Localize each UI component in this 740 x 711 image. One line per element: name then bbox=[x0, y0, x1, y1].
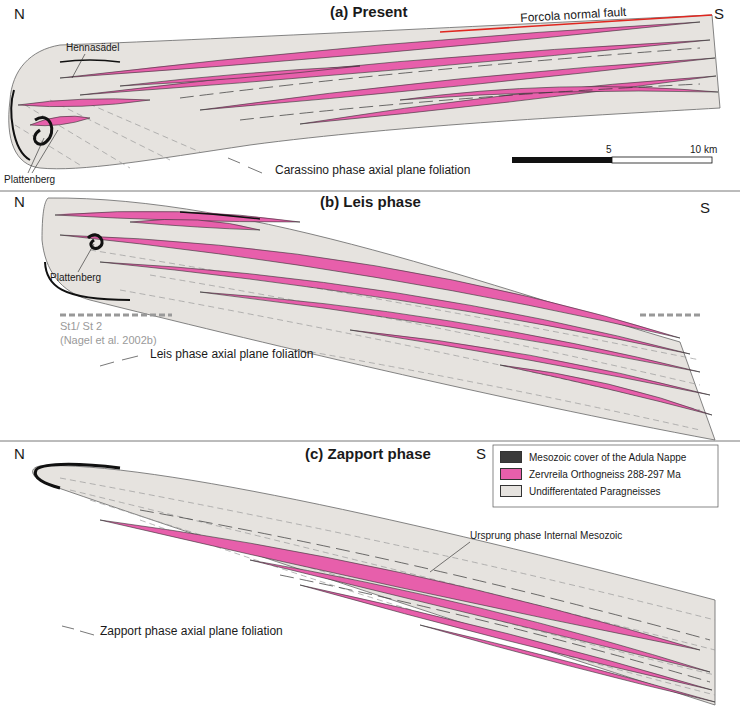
reference-label: St1/ St 2 bbox=[60, 320, 102, 332]
foliation-label: Carassino phase axial plane foliation bbox=[275, 164, 470, 177]
north-marker: N bbox=[14, 194, 25, 211]
north-marker: N bbox=[14, 446, 25, 463]
legend-text: Zervreila Orthogneiss 288-297 Ma bbox=[529, 469, 681, 480]
locality-label: Hennasädel bbox=[66, 42, 119, 53]
legend-entry: Mesozoic cover of the Adula Nappe bbox=[500, 451, 686, 463]
legend-text: Mesozoic cover of the Adula Nappe bbox=[529, 452, 686, 463]
south-marker: S bbox=[700, 200, 710, 217]
locality-label: Plattenberg bbox=[50, 272, 101, 283]
south-marker: S bbox=[476, 446, 486, 463]
legend-swatch bbox=[500, 451, 522, 463]
panel-title: (a) Present bbox=[330, 4, 408, 21]
reference-label: (Nagel et al. 2002b) bbox=[60, 334, 157, 346]
locality-label: Plattenberg bbox=[4, 174, 55, 185]
south-marker: S bbox=[714, 6, 724, 23]
legend-swatch bbox=[500, 468, 522, 480]
legend-entry: Undifferentated Paragneisses bbox=[500, 485, 661, 497]
foliation-label: Leis phase axial plane foliation bbox=[150, 348, 313, 361]
unit-label: Ursprung phase Internal Mesozoic bbox=[470, 530, 622, 541]
legend-text: Undifferentated Paragneisses bbox=[529, 486, 661, 497]
panel-title: (b) Leis phase bbox=[320, 194, 421, 211]
panel-title: (c) Zapport phase bbox=[305, 446, 431, 463]
scale-number: 10 km bbox=[690, 144, 717, 155]
north-marker: N bbox=[14, 6, 25, 23]
legend-entry: Zervreila Orthogneiss 288-297 Ma bbox=[500, 468, 681, 480]
foliation-label: Zapport phase axial plane foliation bbox=[100, 625, 283, 638]
scale-number: 5 bbox=[606, 144, 612, 155]
legend-swatch bbox=[500, 485, 522, 497]
